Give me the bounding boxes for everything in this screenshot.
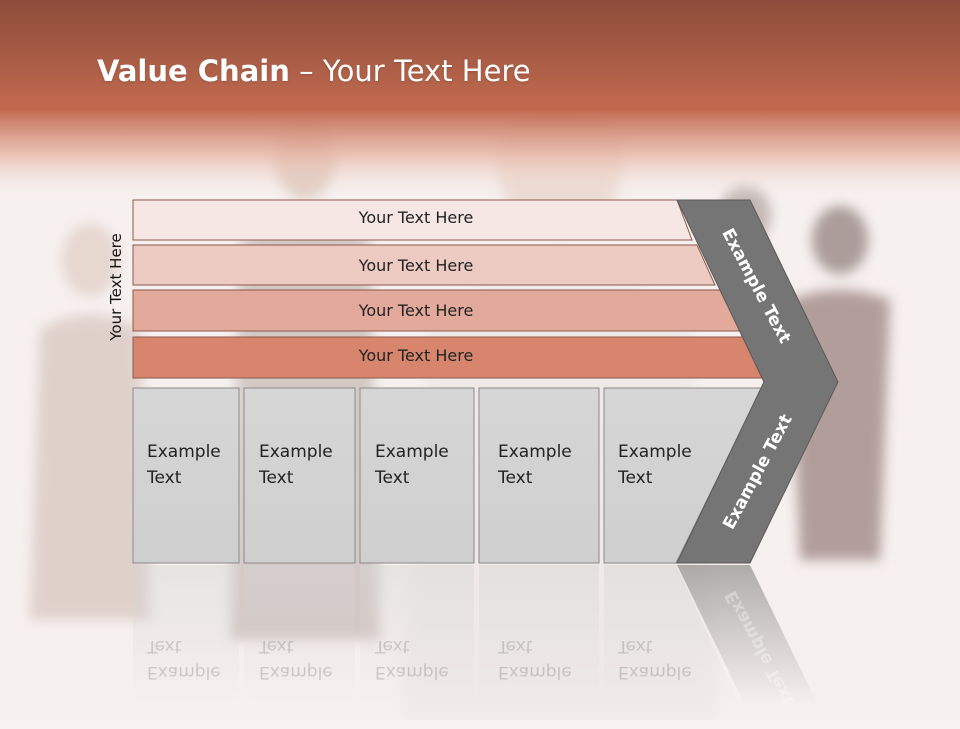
box-reflection [244,565,355,705]
box-1-reflection-label: Example Text [147,636,221,682]
band-4-label: Your Text Here [358,346,474,365]
box-1-label: Example Text [147,442,221,488]
vertical-label: Your Text Here [107,233,125,341]
band-2 [132,244,716,286]
box-5-reflection-label: Example Text [618,636,692,682]
activity-box-2 [243,387,356,564]
box-3-reflection-label: Example Text [375,636,449,682]
box-reflection [479,565,599,705]
box-3-label: Example Text [375,442,449,488]
box-2-label: Example Text [259,442,333,488]
header-band [0,0,960,200]
activity-box-1 [132,387,240,564]
band-2-label: Your Text Here [358,256,474,275]
box-reflection [604,565,740,705]
slide-title: Value Chain – Your Text Here [97,54,531,88]
box-4-reflection-label: Example Text [498,636,572,682]
box-2-reflection-label: Example Text [259,636,333,682]
box-4-label: Example Text [498,442,572,488]
band-1-label: Your Text Here [358,208,474,227]
band-1 [132,199,693,241]
value-chevron [676,199,839,564]
chevron-reflection [677,565,818,705]
band-3-label: Your Text Here [358,301,474,320]
activity-box-4 [478,387,600,564]
box-5-label: Example Text [618,442,692,488]
activity-box-3 [359,387,475,564]
box-reflection [360,565,474,705]
activity-box-5 [603,387,763,564]
box-reflection [133,565,239,705]
